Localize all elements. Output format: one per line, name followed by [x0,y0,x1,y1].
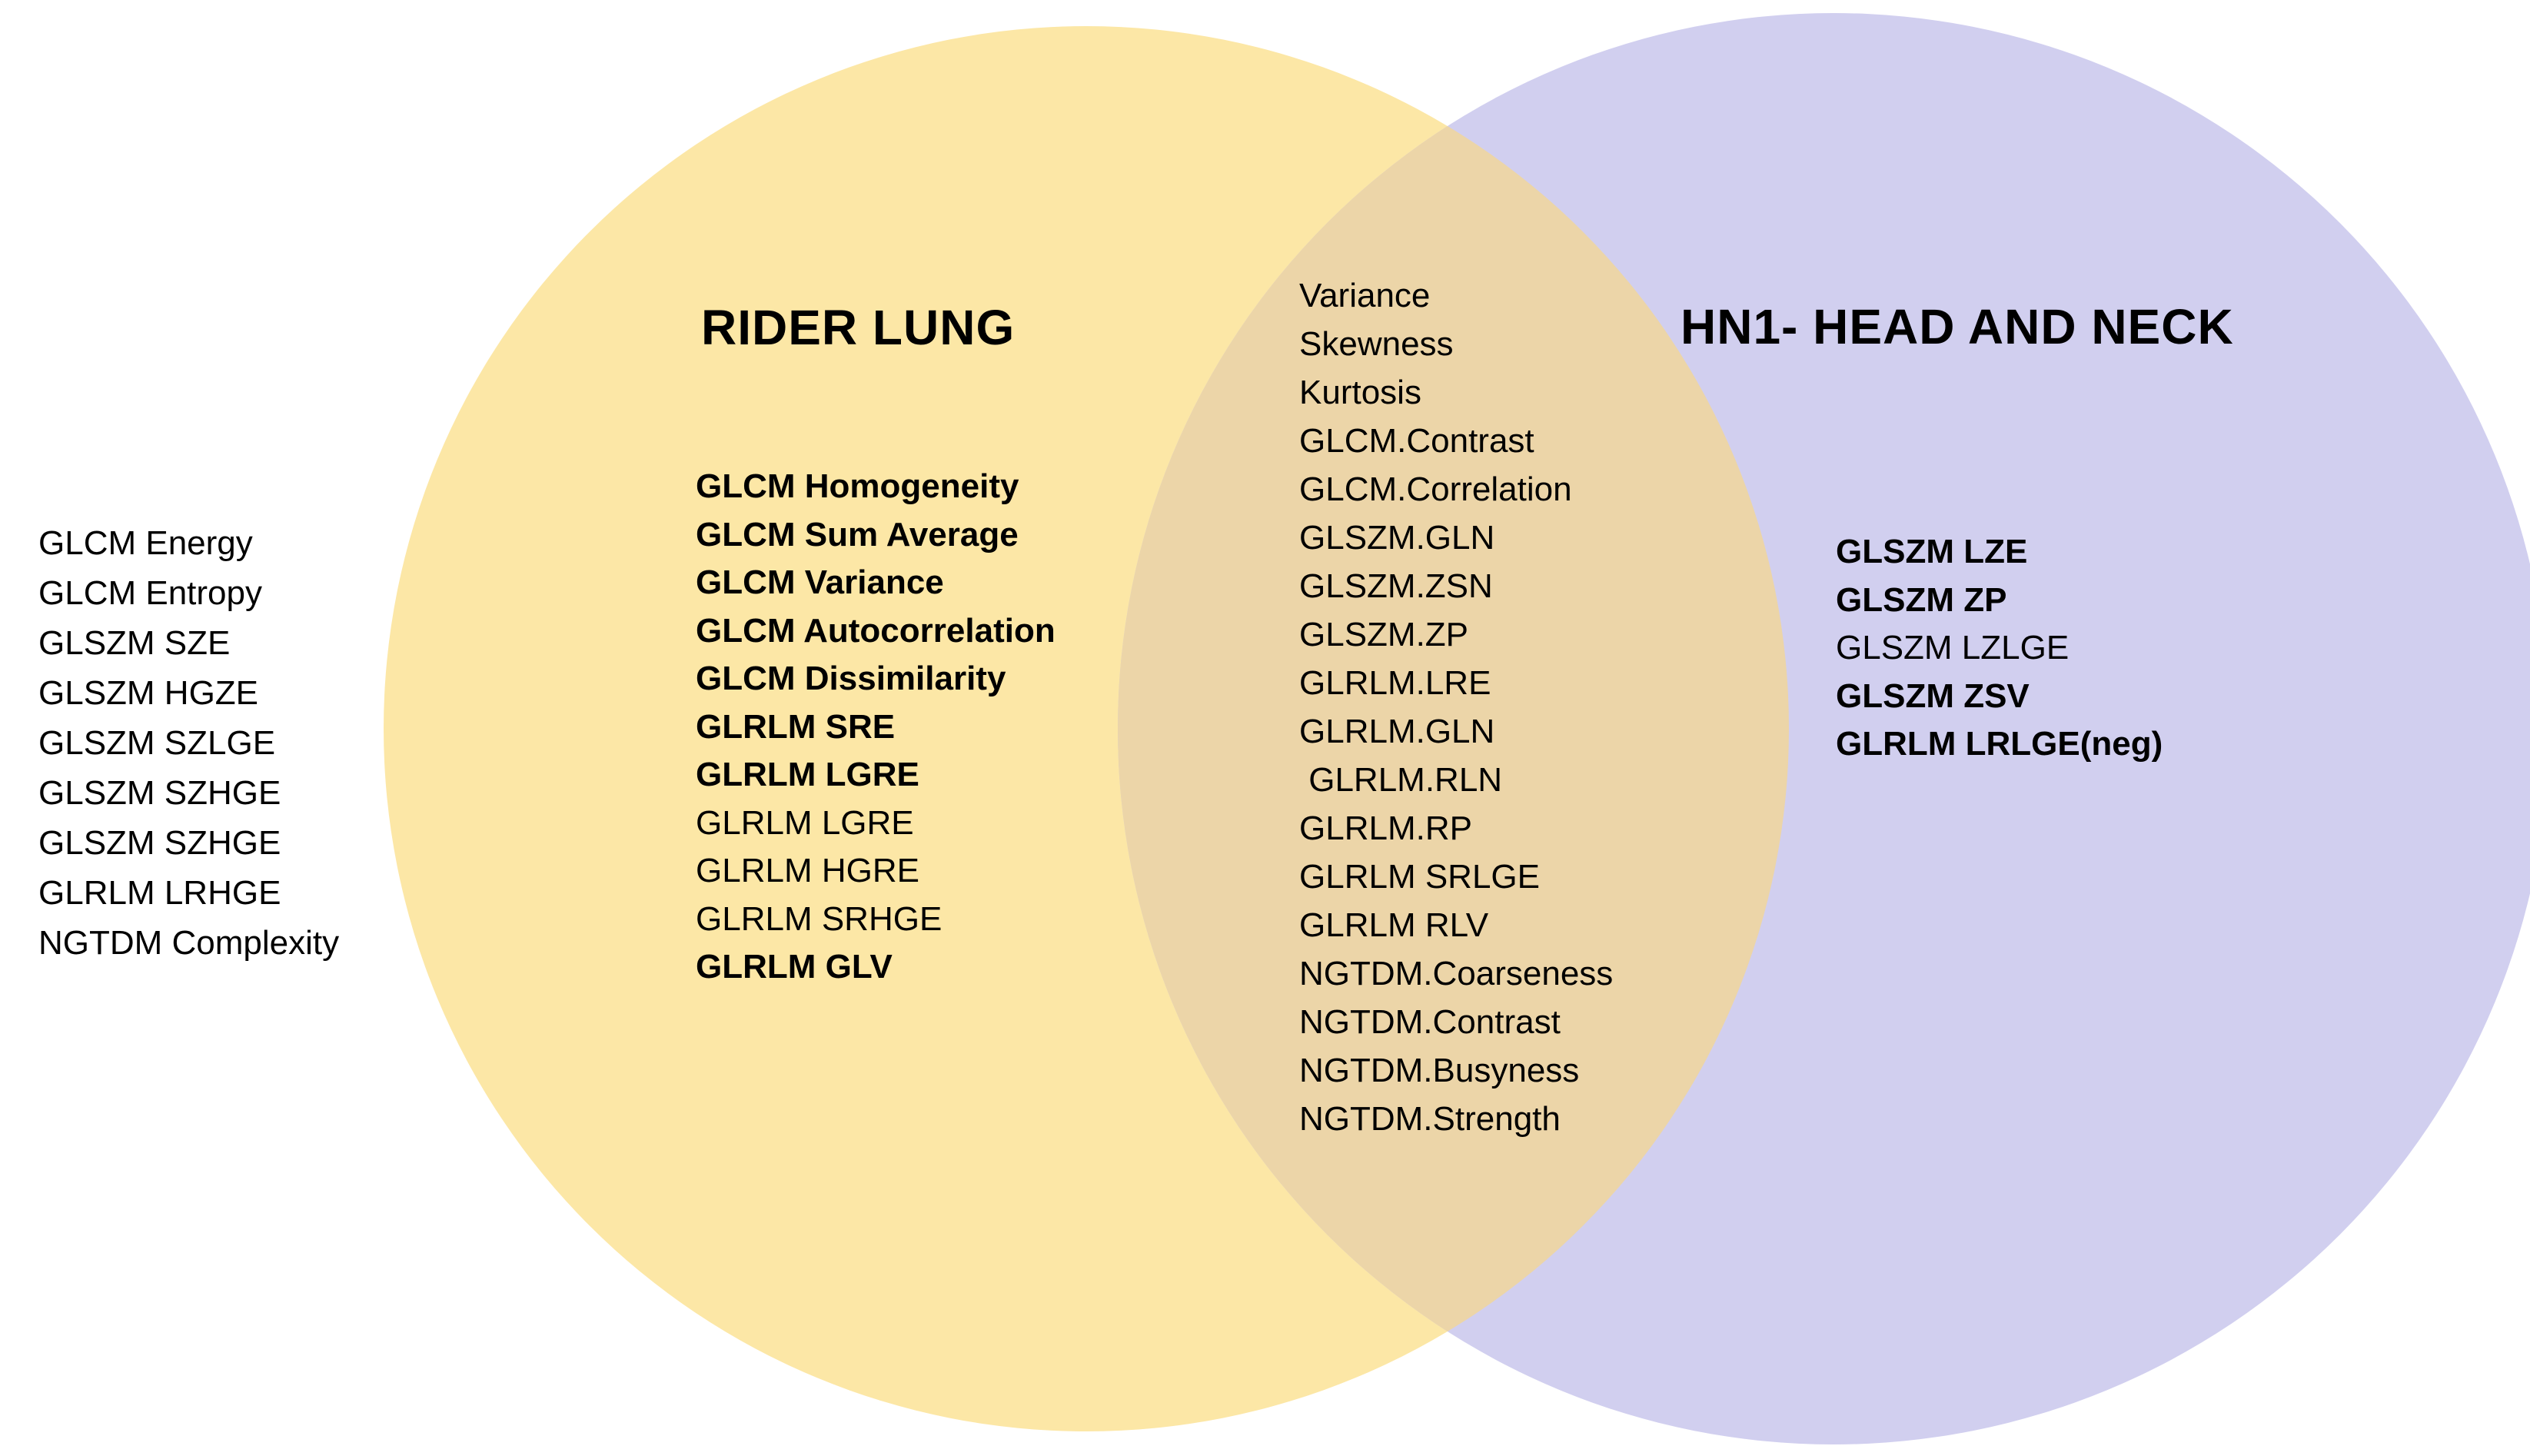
venn-list-item: GLRLM GLV [696,948,893,986]
venn-list-item: NGTDM.Contrast [1299,1003,1561,1041]
venn-list-item: GLRLM.LRE [1299,664,1491,702]
venn-list-item: GLCM Sum Average [696,515,1019,553]
venn-list-item: GLRLM.GLN [1299,713,1495,750]
venn-list-item: GLSZM SZLGE [38,724,276,762]
right-only-feature-list: GLSZM LZE GLSZM ZP GLSZM LZLGE GLSZM ZSV GLR… [1836,528,2163,769]
venn-list-item: GLSZM ZSV [1836,676,2030,715]
venn-list-item: GLSZM LZE [1836,533,2028,570]
venn-list-item: GLCM.Contrast [1299,422,1534,460]
venn-list-item: NGTDM Complexity [38,924,340,962]
venn-list-item: GLRLM LRHGE [38,874,281,912]
venn-list-item: GLRLM LRLGE(neg) [1836,725,2163,763]
venn-list-item: GLRLM SRE [696,707,896,746]
venn-list-item: GLSZM HGZE [38,674,259,712]
venn-list-item: GLCM Entropy [38,574,262,612]
venn-list-item: GLRLM RLV [1299,906,1489,944]
venn-list-item: GLCM.Correlation [1299,470,1572,508]
venn-list-item: GLRLM LGRE [696,803,914,842]
venn-list-item: GLRLM SRHGE [696,899,943,938]
venn-list-item: Skewness [1299,325,1454,363]
venn-list-item: GLCM Autocorrelation [696,611,1056,650]
venn-list-item: NGTDM.Busyness [1299,1052,1580,1089]
venn-list-item: GLRLM LGRE [696,756,919,793]
venn-list-item: GLSZM SZE [38,624,231,662]
venn-list-item: GLCM Dissimilarity [696,660,1006,697]
venn-list-item: GLCM Energy [38,524,253,562]
left-set-title: RIDER LUNG [701,300,1016,355]
venn-list-item: GLCM Variance [696,563,944,601]
venn-list-item: GLSZM.GLN [1299,519,1495,557]
venn-list-item: GLCM Homogeneity [696,467,1019,505]
venn-list-item: GLSZM.ZSN [1299,567,1493,605]
venn-list-item: GLRLM HGRE [696,852,919,889]
venn-list-item: NGTDM.Coarseness [1299,955,1614,992]
venn-list-item: Variance [1299,277,1431,314]
venn-list-item: GLRLM.RP [1299,809,1472,847]
venn-list-item: GLSZM SZHGE [38,824,281,862]
venn-list-item: GLSZM LZLGE [1836,629,2070,667]
venn-list-item: NGTDM.Strength [1299,1100,1561,1138]
venn-list-item: GLSZM.ZP [1299,616,1469,653]
overlap-region [1118,26,1789,1431]
venn-list-item: GLRLM.RLN [1299,761,1503,799]
venn-list-item: Kurtosis [1299,374,1421,411]
right-set-title: HN1- HEAD AND NECK [1681,299,2234,354]
venn-list-item: GLSZM SZHGE [38,774,281,812]
venn-list-item: GLSZM ZP [1836,580,2007,619]
venn-list-item: GLRLM SRLGE [1299,858,1540,896]
